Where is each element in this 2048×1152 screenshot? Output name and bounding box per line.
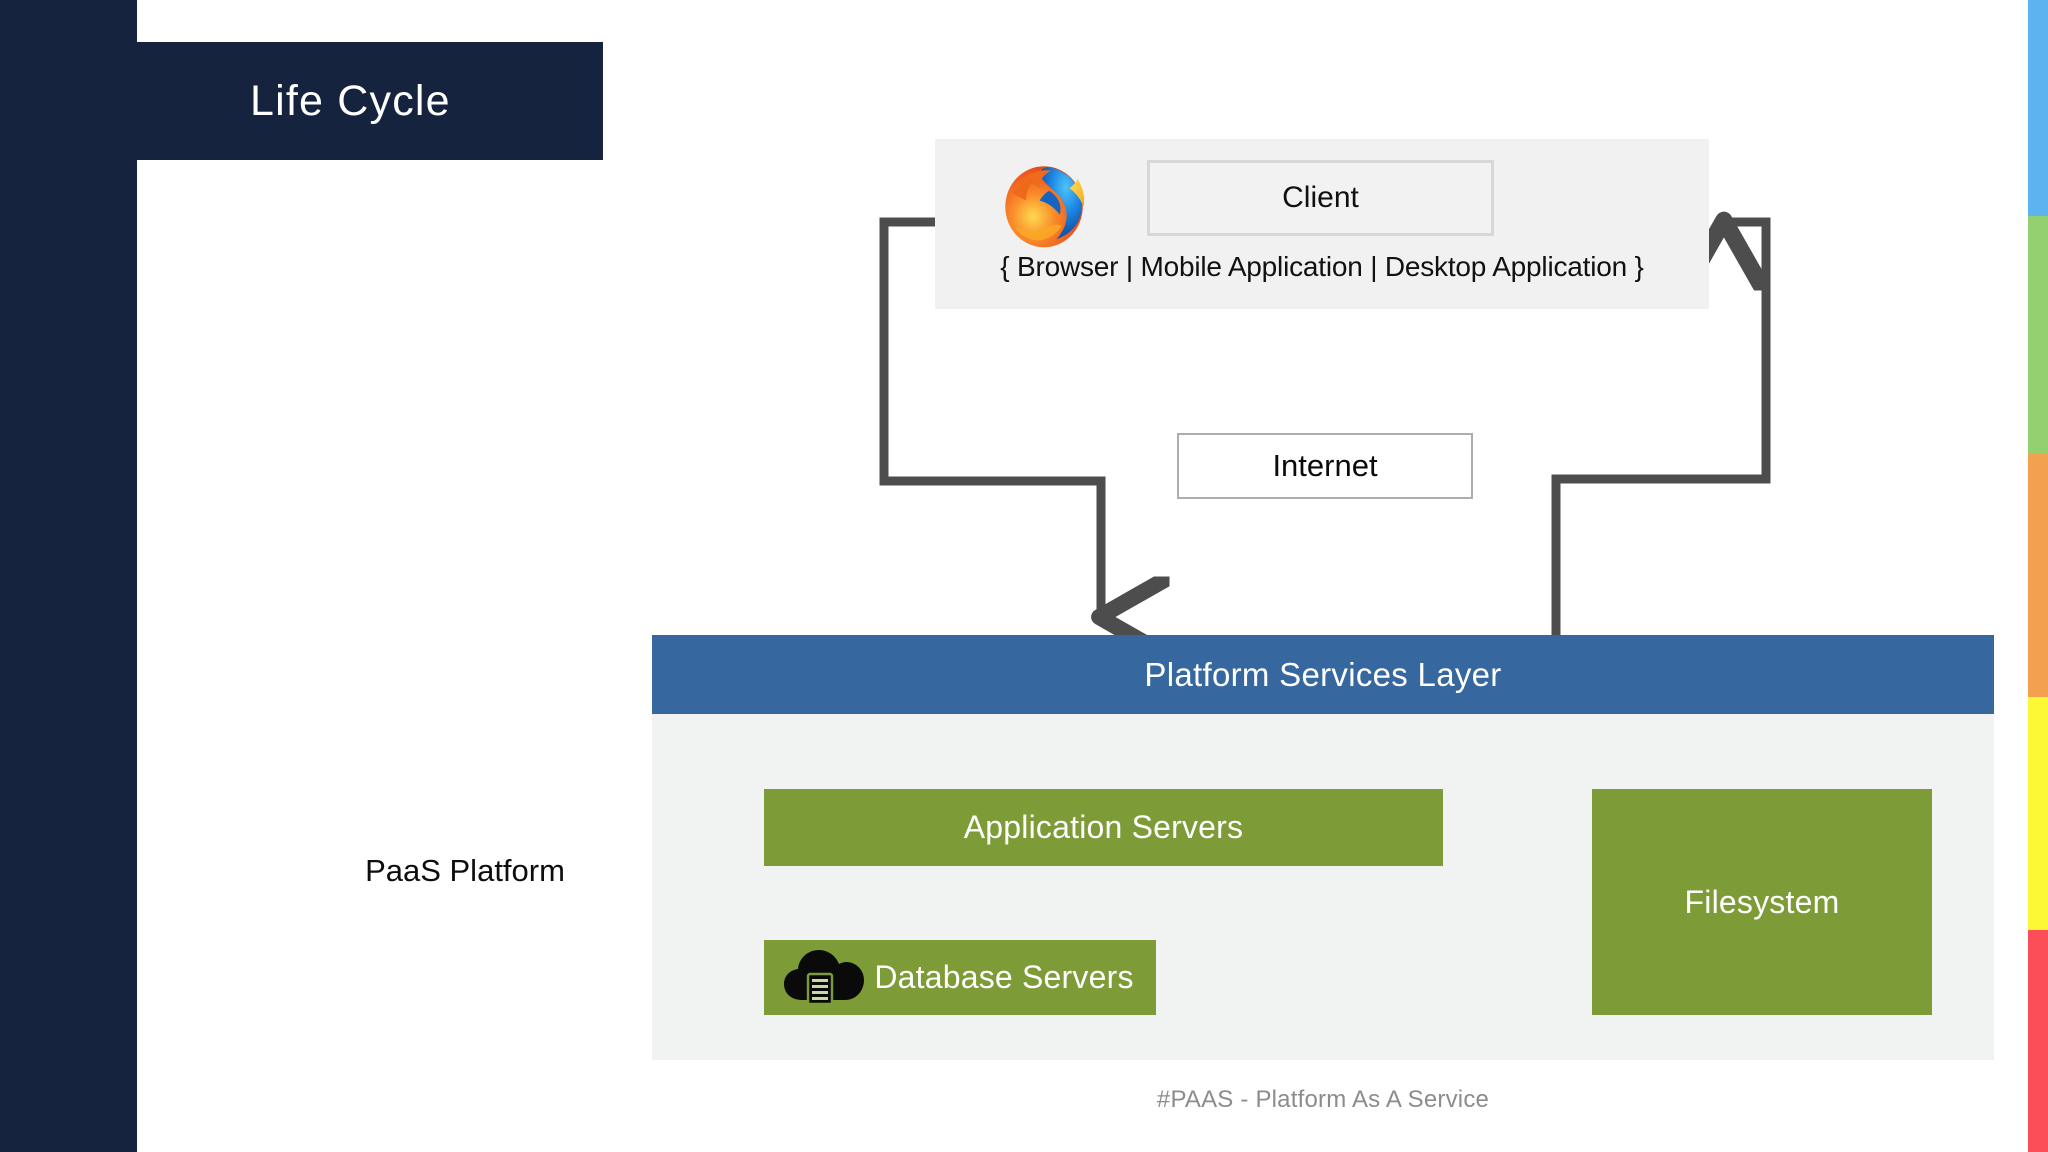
page-title: Life Cycle [250,76,451,125]
paas-platform-label: PaaS Platform [365,853,565,888]
internet-label: Internet [1272,448,1378,483]
database-servers-label: Database Servers [874,959,1134,995]
client-box-label: Client [1282,181,1359,214]
edge-strip-red [2028,930,2048,1152]
platform-services-layer-bar[interactable]: Platform Services Layer [652,635,1994,714]
slide-caption: #PAAS - Platform As A Service [1156,1086,1490,1113]
edge-strip-blue [2028,0,2048,216]
title-band: Life Cycle [137,42,603,160]
client-panel: Client { Browser | Mobile Application | … [935,139,1709,309]
edge-strip-orange [2028,454,2048,697]
client-types-label: { Browser | Mobile Application | Desktop… [1000,251,1644,282]
edge-strip-yellow [2028,697,2048,930]
application-servers-label: Application Servers [963,809,1244,845]
client-box[interactable]: Client [1147,160,1494,236]
edge-strip-green [2028,216,2048,454]
filesystem-label: Filesystem [1684,883,1840,920]
database-servers-box[interactable]: Database Servers [764,940,1156,1015]
internet-box[interactable]: Internet [1177,433,1473,499]
platform-services-layer-label: Platform Services Layer [1144,655,1502,693]
application-servers-box[interactable]: Application Servers [764,789,1443,866]
left-accent-rail [0,0,137,1152]
filesystem-box[interactable]: Filesystem [1592,789,1932,1015]
firefox-logo-icon [1005,166,1085,248]
cloud-database-icon [784,950,864,1006]
